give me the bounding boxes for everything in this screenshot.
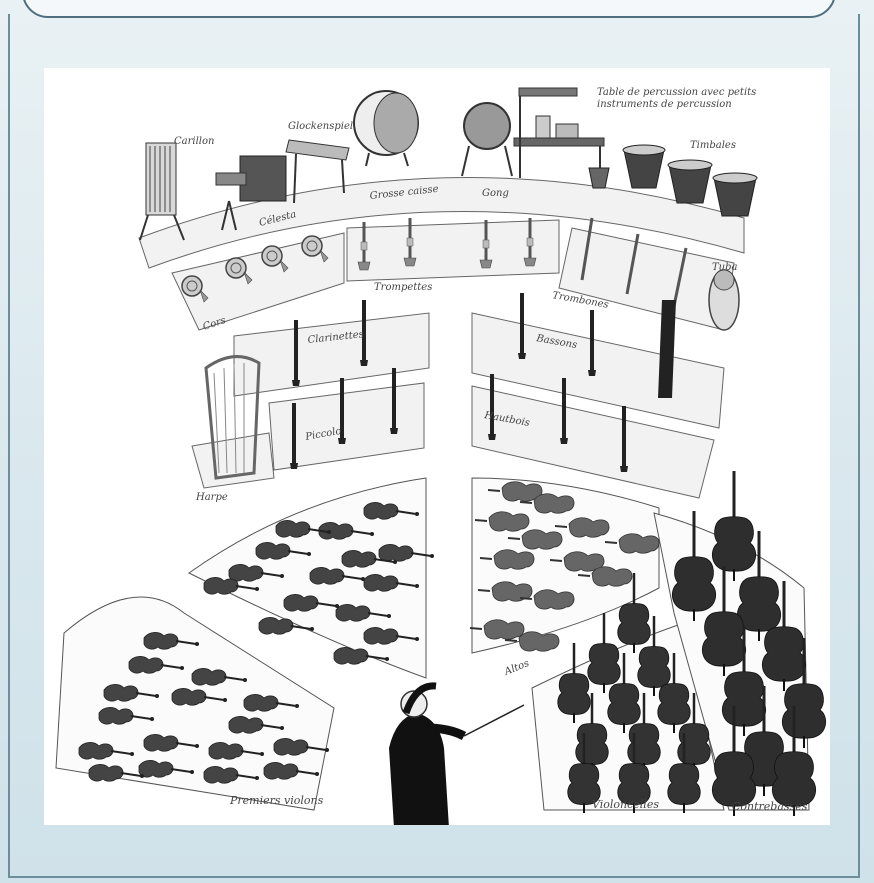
label-timbales: Timbales	[690, 140, 736, 151]
carillon-instrument	[140, 143, 184, 240]
label-glockenspiel: Glockenspiel	[288, 121, 353, 132]
title-placeholder-tab	[22, 0, 836, 18]
label-premiers-violons: Premiers violons	[229, 794, 324, 807]
orchestra-seating-svg: Table de percussion avec petits instrume…	[44, 68, 830, 825]
bass-drum-instrument	[354, 91, 418, 166]
label-trompettes: Trompettes	[374, 282, 432, 293]
label-altos: Altos	[502, 658, 531, 678]
label-violoncelles: Violoncelles	[592, 798, 659, 811]
percussion-table-note-line1: Table de percussion avec petits	[597, 87, 756, 98]
percussion-table-note-line2: instruments de percussion	[597, 99, 732, 110]
label-tuba: Tuba	[712, 262, 738, 273]
orchestra-diagram: Table de percussion avec petits instrume…	[44, 68, 830, 825]
gong-instrument	[462, 103, 512, 176]
label-harpe: Harpe	[195, 492, 228, 503]
clarinets-platform	[234, 313, 429, 396]
trumpets-platform	[347, 220, 559, 281]
label-gong: Gong	[482, 188, 509, 199]
harp-platform	[192, 433, 274, 488]
label-contrebasses: Contrebasses	[732, 800, 808, 813]
tuba-instrument	[709, 270, 739, 330]
label-carillon: Carillon	[174, 136, 214, 147]
conductor-figure	[389, 686, 524, 825]
